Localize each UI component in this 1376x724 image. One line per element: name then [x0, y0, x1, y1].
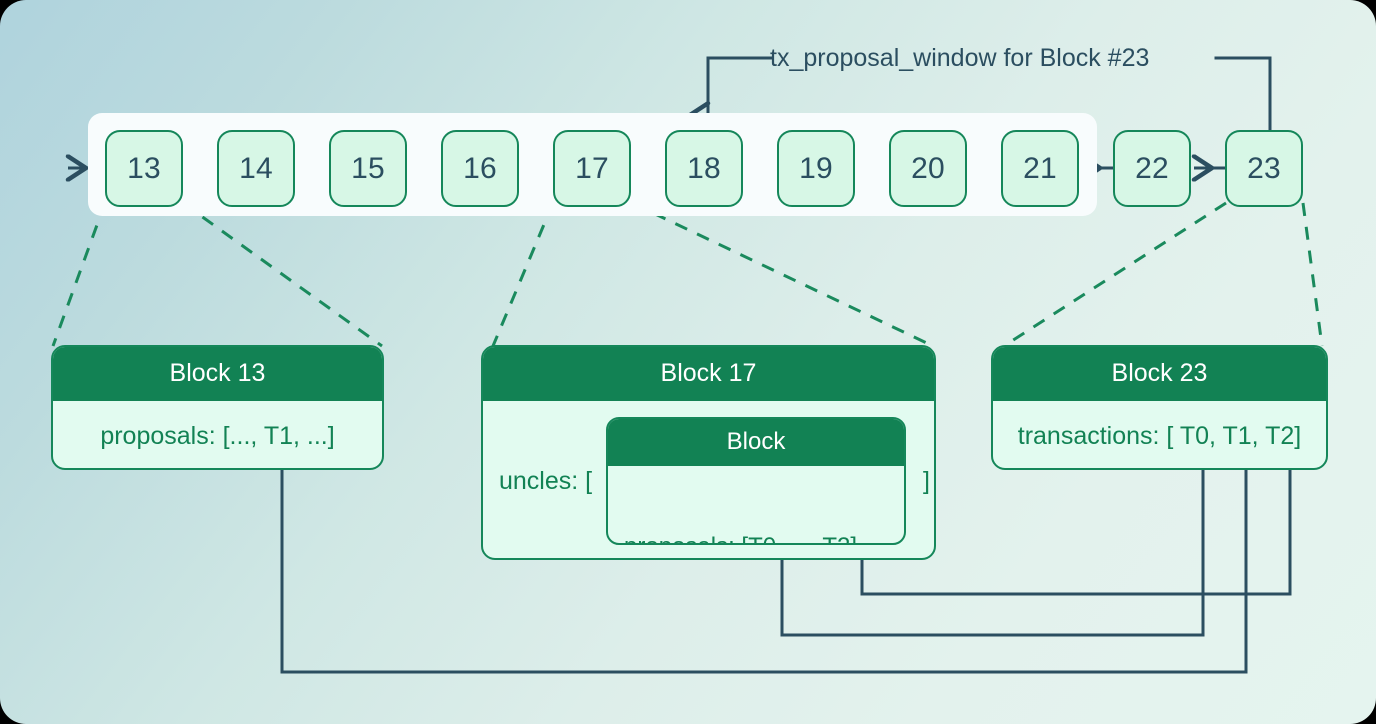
- window-bracket-left-leg: [708, 56, 773, 115]
- callout-13-left: [51, 202, 107, 347]
- chain-block-label: 23: [1247, 151, 1281, 185]
- chain-block-label: 18: [687, 151, 721, 185]
- chain-block-label: 17: [575, 151, 609, 185]
- card-body-block-23: transactions: [ T0, T1, T2]: [1017, 422, 1302, 450]
- card-header-block-23: Block 23: [993, 347, 1326, 401]
- chain-block-label: 15: [351, 151, 385, 185]
- window-label-bracket: [708, 56, 1272, 132]
- chain-block-label: 22: [1135, 151, 1169, 185]
- tx-reference-lines: [280, 460, 1292, 674]
- card-body-block-17: uncles: [ Block proposals: [T0, ..., T2]…: [483, 401, 934, 558]
- window-label: tx_proposal_window for Block #23: [770, 44, 1150, 72]
- chain-block-20[interactable]: 20: [889, 130, 967, 207]
- chain-block-21[interactable]: 21: [1001, 130, 1079, 207]
- chain-block-18[interactable]: 18: [665, 130, 743, 207]
- detail-card-block-17[interactable]: Block 17 uncles: [ Block proposals: [T0,…: [481, 345, 936, 560]
- detail-card-block-23[interactable]: Block 23 transactions: [ T0, T1, T2]: [991, 345, 1328, 470]
- card-header-block-17: Block 17: [483, 347, 934, 401]
- chain-block-label: 20: [911, 151, 945, 185]
- chain-block-23[interactable]: 23: [1225, 130, 1303, 207]
- chain-block-15[interactable]: 15: [329, 130, 407, 207]
- chain-block-14[interactable]: 14: [217, 130, 295, 207]
- callout-13-right: [182, 201, 383, 348]
- window-bracket-right-leg: [1214, 56, 1272, 132]
- nested-card-header: Block: [608, 419, 904, 466]
- nested-card-body: proposals: [T0, ..., T2]: [608, 466, 904, 544]
- chain-block-22[interactable]: 22: [1113, 130, 1191, 207]
- nested-uncle-block-card[interactable]: Block proposals: [T0, ..., T2]: [606, 417, 906, 545]
- chain-block-19[interactable]: 19: [777, 130, 855, 207]
- uncles-field-open: uncles: [: [499, 467, 593, 495]
- chain-block-label: 19: [799, 151, 833, 185]
- tx-line-t0: [780, 464, 1205, 637]
- callout-17-right: [631, 201, 934, 348]
- callout-23-right: [1301, 202, 1324, 347]
- chain-block-label: 16: [463, 151, 497, 185]
- uncles-field-close: ]: [923, 467, 930, 495]
- detail-card-block-13[interactable]: Block 13 proposals: [..., T1, ...]: [51, 345, 384, 470]
- callout-23-left: [1003, 201, 1227, 348]
- callout-17-left: [491, 202, 555, 347]
- card-header-block-13: Block 13: [53, 347, 382, 401]
- callout-dashed-lines: [51, 201, 1324, 348]
- chain-block-13[interactable]: 13: [105, 130, 183, 207]
- chain-block-16[interactable]: 16: [441, 130, 519, 207]
- tx-line-t2: [860, 464, 1292, 596]
- chain-block-label: 14: [239, 151, 273, 185]
- tx-line-t1: [280, 460, 1248, 674]
- card-body-block-13: proposals: [..., T1, ...]: [100, 422, 335, 450]
- chain-block-label: 21: [1023, 151, 1057, 185]
- chain-block-label: 13: [127, 151, 161, 185]
- chain-block-17[interactable]: 17: [553, 130, 631, 207]
